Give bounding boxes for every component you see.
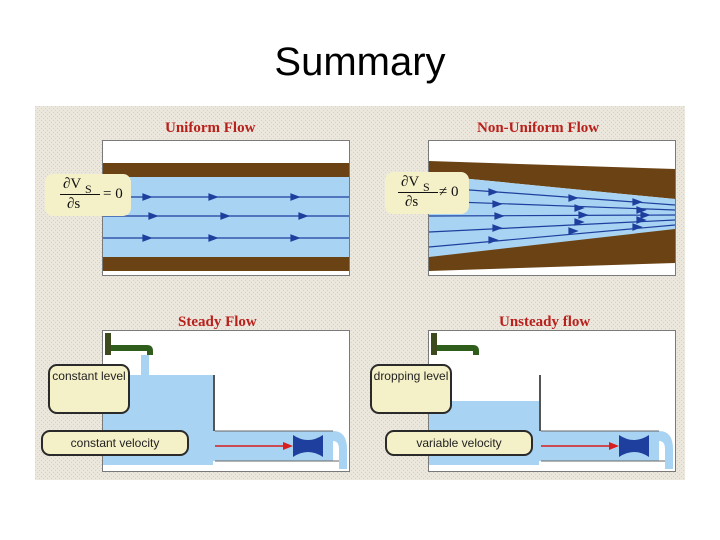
formula-relation: = 0 (103, 186, 123, 202)
steady-flow-title: Steady Flow (178, 314, 257, 330)
uniform-flow-title: Uniform Flow (165, 120, 256, 136)
variable-velocity-text: variable velocity (416, 436, 502, 450)
non-uniform-flow-panel (428, 140, 676, 276)
fraction-bar (398, 192, 438, 193)
flow-summary-figure: Uniform Flow ∂V S ∂s = 0 Non-Uniform Flo… (35, 106, 685, 480)
constant-level-text: constant level (52, 369, 126, 383)
dropping-level-label: dropping level (370, 364, 452, 414)
unsteady-flow-title: Unsteady flow (499, 314, 591, 330)
steady-flow-panel (102, 330, 350, 472)
non-uniform-flow-title: Non-Uniform Flow (477, 120, 600, 136)
formula-numerator: ∂V (63, 176, 82, 192)
formula-subscript: S (85, 182, 92, 196)
uniform-flow-panel (102, 140, 350, 276)
constant-level-label: constant level (48, 364, 130, 414)
formula-denominator: ∂s (405, 194, 419, 210)
formula-numerator: ∂V (401, 174, 420, 190)
fraction-bar (60, 194, 100, 195)
uniform-derivative-formula: ∂V S ∂s = 0 (45, 174, 131, 216)
formula-relation: ≠ 0 (439, 184, 459, 200)
slide-title: Summary (274, 40, 446, 84)
formula-subscript: S (423, 180, 430, 194)
converging-pipe-diagram (429, 141, 675, 271)
non-uniform-derivative-formula: ∂V S ∂s ≠ 0 (385, 172, 469, 214)
steady-tank-diagram (103, 333, 347, 469)
uniform-pipe-diagram (103, 163, 349, 271)
constant-velocity-text: constant velocity (70, 436, 160, 450)
dropping-level-text: dropping level (373, 369, 449, 383)
formula-denominator: ∂s (67, 196, 81, 212)
constant-velocity-label: constant velocity (41, 430, 189, 456)
variable-velocity-label: variable velocity (385, 430, 533, 456)
